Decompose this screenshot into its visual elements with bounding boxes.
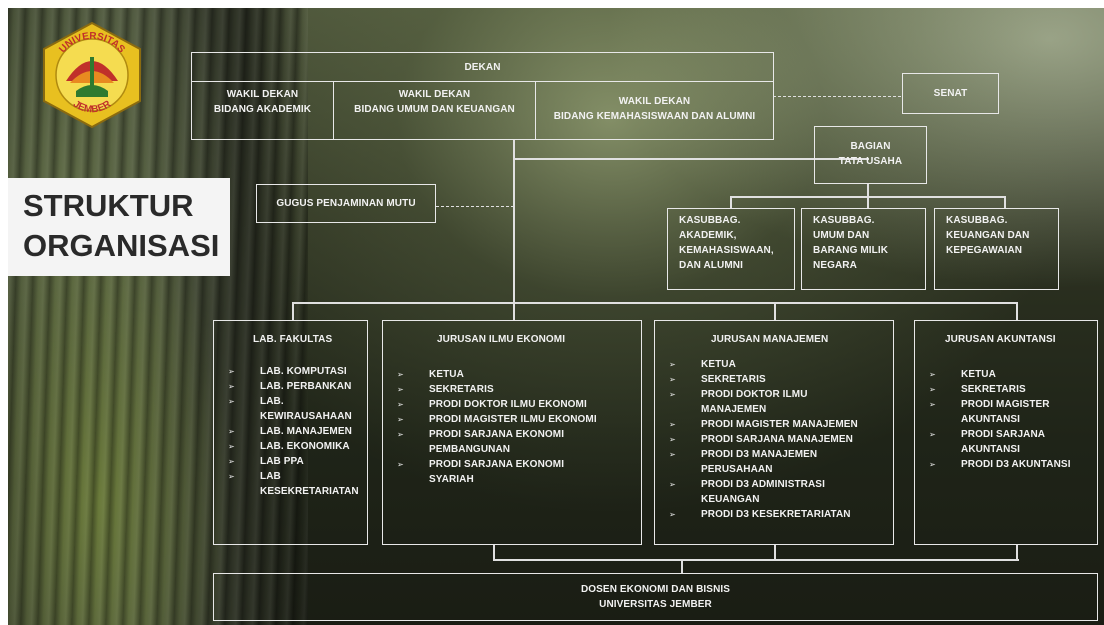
wakil-dekan-3-line1: WAKIL DEKAN <box>618 96 691 107</box>
list-item: PRODI MAGISTER ILMU EKONOMI <box>383 412 627 427</box>
jurusan-ie-list: KETUA SEKRETARIS PRODI DOKTOR ILMU EKONO… <box>383 367 641 487</box>
kasubbag-umum-box: KASUBBAG. UMUM DAN BARANG MILIK NEGARA <box>801 208 926 290</box>
bagian-tata-usaha-box: BAGIAN TATA USAHA <box>814 126 927 184</box>
page-title: STRUKTUR ORGANISASI <box>8 178 230 276</box>
list-item: SEKRETARIS <box>383 382 627 397</box>
list-item: LAB. PERBANKAN <box>214 379 368 394</box>
jurusan-akt-list: KETUA SEKRETARIS PRODI MAGISTER AKUNTANS… <box>915 367 1097 472</box>
wakil-dekan-1-line2: BIDANG AKADEMIK <box>213 104 312 115</box>
connector-to-tu <box>513 158 869 160</box>
connector-bottom-bar <box>493 559 1019 561</box>
kasubbag-2-line1: KASUBBAG. <box>813 215 875 226</box>
wakil-dekan-umum-box: WAKIL DEKAN BIDANG UMUM DAN KEUANGAN <box>333 81 536 140</box>
dosen-line1: DOSEN EKONOMI DAN BISNIS <box>580 584 731 595</box>
list-item: KETUA <box>383 367 627 382</box>
title-line-1: STRUKTUR <box>23 188 194 223</box>
dosen-line2: UNIVERSITAS JEMBER <box>599 599 712 610</box>
senat-box: SENAT <box>902 73 999 114</box>
connector-ie-bottom <box>493 545 495 561</box>
dashed-link-gugus <box>436 206 514 207</box>
wakil-dekan-kemahasiswaan-box: WAKIL DEKAN BIDANG KEMAHASISWAAN DAN ALU… <box>535 81 774 140</box>
connector-mnj-bottom <box>774 545 776 561</box>
connector-kasubbag-2 <box>867 196 869 208</box>
list-item: PRODI D3 AKUNTANSI <box>915 457 1091 472</box>
bagian-tu-line1: BAGIAN <box>850 141 891 152</box>
kasubbag-2-line3: BARANG MILIK <box>813 245 889 256</box>
connector-dekan-main <box>513 140 515 302</box>
list-item: SEKRETARIS <box>915 382 1091 397</box>
list-item: PRODI MAGISTER MANAJEMEN <box>655 417 889 432</box>
jurusan-akt-title: JURUSAN AKUNTANSI <box>945 334 1056 345</box>
connector-to-ie <box>513 302 515 320</box>
list-item: PRODI DOKTOR ILMU EKONOMI <box>383 397 627 412</box>
jurusan-mnj-list: KETUA SEKRETARIS PRODI DOKTOR ILMU MANAJ… <box>655 357 893 522</box>
gugus-penjaminan-mutu-box: GUGUS PENJAMINAN MUTU <box>256 184 436 223</box>
list-item: KETUA <box>915 367 1091 382</box>
kasubbag-3-line1: KASUBBAG. <box>946 215 1008 226</box>
connector-to-lab <box>292 302 294 320</box>
title-line-2: ORGANISASI <box>23 228 220 263</box>
lab-fakultas-title: LAB. FAKULTAS <box>253 334 333 345</box>
list-item: LAB PPA <box>214 454 368 469</box>
connector-kasubbag-1 <box>730 196 732 208</box>
gugus-label: GUGUS PENJAMINAN MUTU <box>276 198 416 209</box>
org-chart-slide: UNIVERSITAS JEMBER STRUKTUR ORGANISASI D… <box>8 8 1104 625</box>
list-item: LAB. KEWIRAUSAHAAN <box>214 394 368 424</box>
list-item: PRODI D3 MANAJEMEN PERUSAHAAN <box>655 447 889 477</box>
wakil-dekan-2-line1: WAKIL DEKAN <box>398 89 471 100</box>
tree-trunk-background <box>8 8 308 625</box>
connector-kasubbag-3 <box>1004 196 1006 208</box>
jurusan-ilmu-ekonomi-box: JURUSAN ILMU EKONOMI KETUA SEKRETARIS PR… <box>382 320 642 545</box>
bagian-tu-line2: TATA USAHA <box>838 156 903 167</box>
kasubbag-2-line4: NEGARA <box>813 260 857 271</box>
wakil-dekan-1-line1: WAKIL DEKAN <box>226 89 299 100</box>
list-item: LAB. MANAJEMEN <box>214 424 368 439</box>
kasubbag-2-line2: UMUM DAN <box>813 230 870 241</box>
list-item: LAB KESEKRETARIATAN <box>214 469 368 499</box>
list-item: LAB. EKONOMIKA <box>214 439 368 454</box>
connector-akt-bottom <box>1016 545 1018 561</box>
dekan-box: DEKAN <box>191 52 774 82</box>
list-item: PRODI SARJANA MANAJEMEN <box>655 432 889 447</box>
list-item: LAB. KOMPUTASI <box>214 364 368 379</box>
list-item: PRODI D3 ADMINISTRASI KEUANGAN <box>655 477 889 507</box>
wakil-dekan-3-line2: BIDANG KEMAHASISWAAN DAN ALUMNI <box>553 111 756 122</box>
jurusan-akuntansi-box: JURUSAN AKUNTANSI KETUA SEKRETARIS PRODI… <box>914 320 1098 545</box>
connector-tu-down <box>867 184 869 196</box>
dosen-box: DOSEN EKONOMI DAN BISNIS UNIVERSITAS JEM… <box>213 573 1098 621</box>
university-logo: UNIVERSITAS JEMBER <box>43 21 141 129</box>
list-item: PRODI D3 KESEKRETARIATAN <box>655 507 889 522</box>
kasubbag-1-line4: DAN ALUMNI <box>679 260 743 271</box>
kasubbag-1-line1: KASUBBAG. <box>679 215 741 226</box>
connector-to-mnj <box>774 302 776 320</box>
kasubbag-3-line3: KEPEGAWAIAN <box>946 245 1023 256</box>
list-item: PRODI DOKTOR ILMU MANAJEMEN <box>655 387 889 417</box>
lab-fakultas-box: LAB. FAKULTAS LAB. KOMPUTASI LAB. PERBAN… <box>213 320 368 545</box>
senat-label: SENAT <box>933 88 968 99</box>
list-item: PRODI SARJANA EKONOMI PEMBANGUNAN <box>383 427 627 457</box>
jurusan-mnj-title: JURUSAN MANAJEMEN <box>711 334 829 345</box>
kasubbag-keuangan-box: KASUBBAG. KEUANGAN DAN KEPEGAWAIAN <box>934 208 1059 290</box>
connector-branch-top <box>292 302 1018 304</box>
list-item: PRODI SARJANA AKUNTANSI <box>915 427 1091 457</box>
connector-to-akt <box>1016 302 1018 320</box>
dekan-label: DEKAN <box>464 62 501 73</box>
kasubbag-1-line3: KEMAHASISWAAN, <box>679 245 774 256</box>
wakil-dekan-akademik-box: WAKIL DEKAN BIDANG AKADEMIK <box>191 81 334 140</box>
kasubbag-1-line2: AKADEMIK, <box>679 230 737 241</box>
kasubbag-akademik-box: KASUBBAG. AKADEMIK, KEMAHASISWAAN, DAN A… <box>667 208 795 290</box>
list-item: KETUA <box>655 357 889 372</box>
lab-list: LAB. KOMPUTASI LAB. PERBANKAN LAB. KEWIR… <box>214 364 368 499</box>
logo-text-bottom: JEMBER <box>71 98 114 115</box>
jurusan-ie-title: JURUSAN ILMU EKONOMI <box>437 334 566 345</box>
list-item: PRODI MAGISTER AKUNTANSI <box>915 397 1091 427</box>
wakil-dekan-2-line2: BIDANG UMUM DAN KEUANGAN <box>354 104 515 115</box>
jurusan-manajemen-box: JURUSAN MANAJEMEN KETUA SEKRETARIS PRODI… <box>654 320 894 545</box>
list-item: PRODI SARJANA EKONOMI SYARIAH <box>383 457 627 487</box>
dashed-link-senat <box>773 96 901 97</box>
connector-to-dosen <box>681 559 683 573</box>
kasubbag-3-line2: KEUANGAN DAN <box>946 230 1030 241</box>
list-item: SEKRETARIS <box>655 372 889 387</box>
